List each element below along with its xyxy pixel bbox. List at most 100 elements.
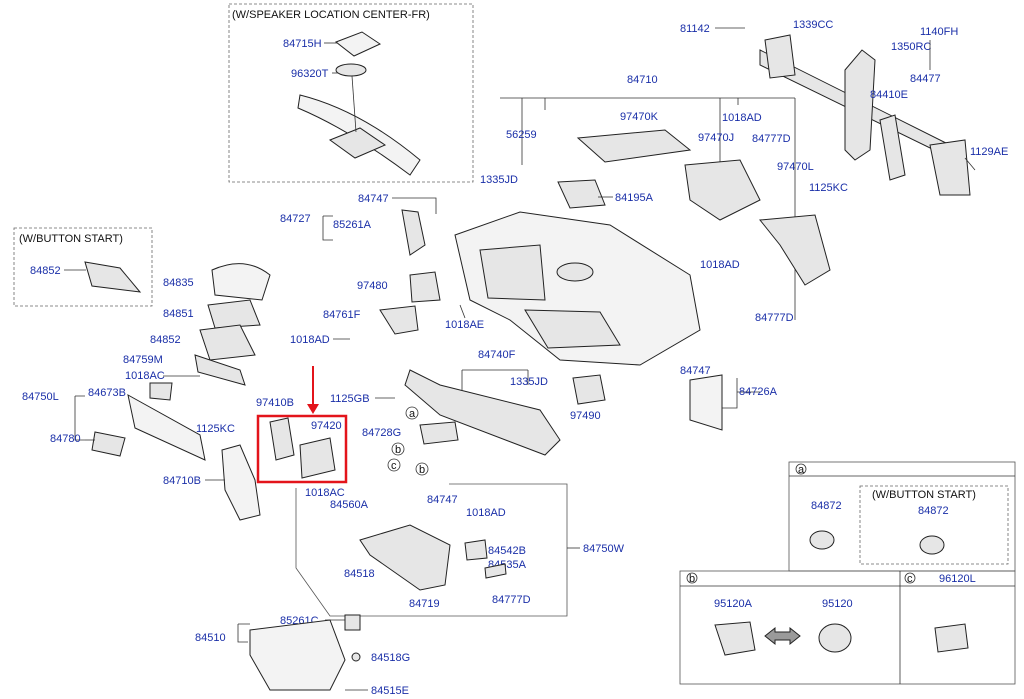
label-1018AD-r: 1018AD [700, 259, 740, 271]
main-bracket [404, 369, 561, 456]
label-1018AC-b: 1018AC [305, 487, 345, 499]
center-fascia-group: 84710B 1125GB 84740F 1335JD 84728G 97490… [163, 349, 778, 521]
cluster-fascia-lower [199, 324, 256, 361]
label-1018AD-t: 1018AD [722, 112, 762, 124]
power-outlet [818, 623, 852, 653]
callout-a-main [405, 406, 419, 420]
callout-a-inset-letter: a [798, 464, 805, 476]
label-84759M: 84759M [123, 354, 163, 366]
crash-pad-group: 1018AE [445, 211, 701, 366]
label-1125GB: 1125GB [330, 393, 370, 405]
highlight-arrow-head [307, 404, 319, 414]
highlight-box [256, 414, 348, 484]
label-84410E: 84410E [870, 89, 908, 101]
button-start-bezel [84, 261, 142, 293]
speaker-inset: (W/SPEAKER LOCATION CENTER-FR) 84715H 96… [228, 3, 474, 183]
label-97480: 97480 [357, 280, 388, 292]
label-84195A: 84195A [615, 192, 654, 204]
duct-upper-center [576, 129, 692, 163]
label-1018AC-t: 1018AC [125, 370, 165, 382]
inset-bc-frame [679, 570, 1016, 685]
center-fascia-panel [221, 444, 261, 521]
label-84710B: 84710B [163, 475, 201, 487]
label-84518: 84518 [344, 568, 375, 580]
interchange-arrow-icon [764, 626, 801, 646]
label-84747-t: 84747 [358, 193, 389, 205]
label-84747-r: 84747 [680, 365, 711, 377]
speaker-inset-note: (W/SPEAKER LOCATION CENTER-FR) [232, 9, 430, 21]
label-1335JD-t: 1335JD [480, 174, 518, 186]
leader-tree-84710 [500, 97, 796, 320]
label-84851: 84851 [163, 308, 194, 320]
label-84542B: 84542B [488, 545, 526, 557]
glove-box [249, 619, 346, 691]
side-trim-left [379, 305, 419, 335]
crash-pad-lower-panel [524, 309, 621, 349]
label-84560A: 84560A [330, 499, 369, 511]
speaker-mount [328, 127, 387, 159]
crash-pad-speaker-hole [556, 262, 594, 282]
label-56259: 56259 [506, 129, 537, 141]
label-97490: 97490 [570, 410, 601, 422]
crossbar-bracket-right [879, 114, 906, 181]
glove-box-label [344, 614, 361, 631]
label-1018AD-b: 1018AD [466, 507, 506, 519]
label-84510: 84510 [195, 632, 226, 644]
label-84728G: 84728G [362, 427, 401, 439]
left-parts: 84747 84727 85261A 97480 84761F 1018AD 8… [22, 193, 441, 461]
label-84750W: 84750W [583, 543, 625, 555]
speaker-unit [335, 63, 367, 77]
label-1335JD-m: 1335JD [510, 376, 548, 388]
leader-84740F [461, 369, 529, 390]
label-84518G: 84518G [371, 652, 410, 664]
highlight-group: 97410B 97420 [256, 366, 348, 484]
detail-insets: a (W/BUTTON START) 84872 84872 b c 95120… [679, 461, 1016, 685]
callout-a-main-letter: a [409, 408, 416, 420]
button-start-inset: (W/BUTTON START) 84852 [13, 227, 153, 307]
ignition-ring-b [919, 535, 945, 555]
inset-a-button-start-note: (W/BUTTON START) [872, 489, 976, 501]
center-bracket-box [419, 421, 459, 445]
crossbar-end-left [764, 34, 796, 79]
label-96120L: 96120L [939, 573, 976, 585]
crossbar-bracket-center [844, 49, 876, 161]
callout-b-main-2-letter: b [419, 464, 425, 476]
button-start-frame [13, 227, 153, 307]
callout-c-main-letter: c [391, 460, 397, 472]
label-95120: 95120 [822, 598, 853, 610]
speaker-cover [334, 31, 382, 57]
label-97470K: 97470K [620, 111, 659, 123]
glove-box-bumper [351, 652, 361, 662]
label-1339CC: 1339CC [793, 19, 833, 31]
defrost-grille [557, 179, 606, 209]
label-84852-bs: 84852 [30, 265, 61, 277]
label-84872-b: 84872 [918, 505, 949, 517]
callout-b-main-letter: b [395, 444, 401, 456]
glove-box-group: 85261C 84510 84518G 84515E [195, 614, 410, 697]
side-vent-right [572, 374, 606, 405]
crossbar-end-plate [929, 139, 971, 196]
callout-b-inset-letter: b [689, 573, 695, 585]
leader [459, 304, 466, 319]
label-84727: 84727 [280, 213, 311, 225]
callout-c-inset-letter: c [907, 573, 913, 585]
label-1125KC-r: 1125KC [809, 182, 848, 194]
label-1350RC: 1350RC [891, 41, 931, 53]
label-81142: 81142 [680, 23, 710, 35]
label-84761F: 84761F [323, 309, 361, 321]
cluster-hood [211, 263, 271, 301]
label-84740F: 84740F [478, 349, 516, 361]
power-outlet-a [714, 621, 756, 656]
label-1018AE: 1018AE [445, 319, 484, 331]
label-95120A: 95120A [714, 598, 753, 610]
glove-box-damper [484, 563, 507, 579]
duct-lower-center [684, 159, 761, 221]
label-97410B: 97410B [256, 397, 294, 409]
speaker-inset-frame [228, 3, 474, 183]
label-85261A: 85261A [333, 219, 372, 231]
callout-b-main [391, 442, 405, 456]
label-84750L: 84750L [22, 391, 59, 403]
label-84719: 84719 [409, 598, 440, 610]
label-84673B: 84673B [88, 387, 126, 399]
leader-84726A [722, 378, 760, 409]
